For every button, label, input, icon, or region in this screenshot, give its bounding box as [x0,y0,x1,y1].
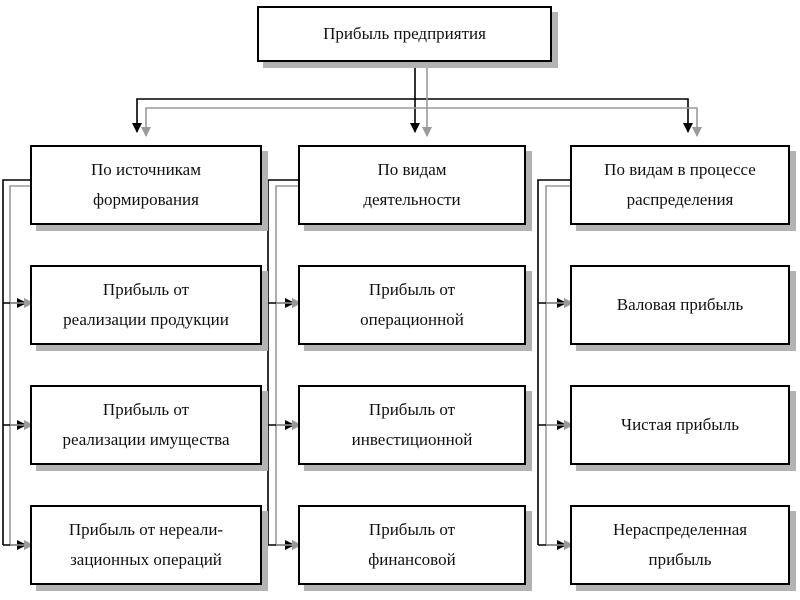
column-1-connectors [2,179,34,550]
column-2-item-2: Прибыль от инвестиционной [298,385,526,465]
column-3-item-2: Чистая прибыль [570,385,790,465]
column-3-connectors [537,179,574,550]
column-2-header: По видам деятельности [298,145,526,225]
column-2-item-3: Прибыль от финансовой [298,505,526,585]
column-3-item-1: Валовая прибыль [570,265,790,345]
column-1-item-2: Прибыль от реализации имущества [30,385,262,465]
column-2-connectors [267,179,302,550]
column-1-item-3: Прибыль от нереали- зационных операций [30,505,262,585]
column-3-header: По видам в процессе распределения [570,145,790,225]
column-3-item-3: Нераспределенная прибыль [570,505,790,585]
column-1-header: По источникам формирования [30,145,262,225]
root-node: Прибыль предприятия [257,6,552,62]
root-connectors [132,62,702,137]
column-1-item-1: Прибыль от реализации продукции [30,265,262,345]
column-2-item-1: Прибыль от операционной [298,265,526,345]
